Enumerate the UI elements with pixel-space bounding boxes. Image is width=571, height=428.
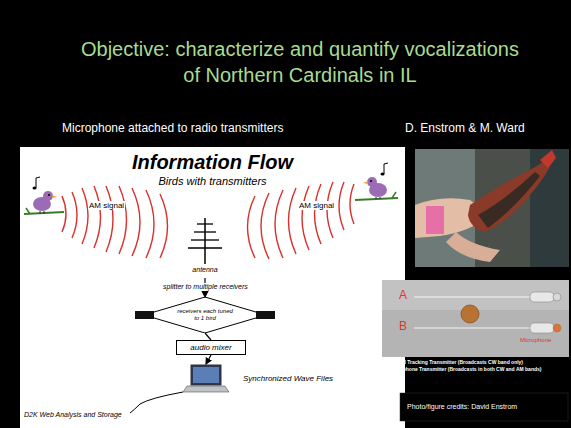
laptop-node: Synchronized Wave Files: [183, 364, 229, 393]
credit-box: [400, 393, 568, 421]
splitter-diamond: receivers each tuned to 1 bird: [135, 297, 275, 333]
storage-label: D2K Web Analysis and Storage: [24, 411, 122, 419]
signal-label: AM signal: [88, 201, 125, 210]
transmitter-photo: [382, 280, 569, 357]
receiver-block: [135, 311, 154, 319]
connector: [205, 333, 211, 340]
bird-photo: [415, 149, 569, 267]
antenna-symbol: [183, 216, 227, 266]
antenna-node: antenna: [183, 216, 227, 278]
node-label: antenna: [183, 266, 227, 274]
receiver-block: [256, 311, 275, 319]
author-credit: D. Enstrom & M. Ward: [405, 122, 525, 136]
callout-letter: A: [399, 289, 407, 303]
part-label: Microphone: [520, 337, 551, 344]
connector: [206, 355, 211, 364]
panel-heading: Information Flow: [20, 151, 405, 174]
caption-line: A. Pulsed Tracking Transmitter (Broadcas…: [383, 360, 523, 366]
diagram-panel: [20, 147, 405, 428]
caption-line: B. Microphone Transmitter (Broadcasts in…: [383, 367, 541, 373]
photo-credit: Photo/figure credits: David Enstrom: [407, 403, 517, 411]
signal-label: AM signal: [298, 201, 335, 210]
bird-icon: [355, 163, 398, 200]
slide-title: Objective: characterize and quantify voc…: [80, 36, 520, 88]
node-label: Synchronized Wave Files: [243, 374, 333, 383]
edge-label: splitter to multiple receivers: [161, 283, 250, 291]
node-label: audio mixer: [177, 343, 245, 352]
callout-letter: B: [399, 320, 407, 334]
data-link-line: [130, 392, 183, 413]
node-label: receivers each tuned to 1 bird: [175, 308, 235, 322]
process-box: audio mixer: [176, 340, 246, 355]
panel-subheading: Birds with transmitters: [20, 175, 405, 188]
subtitle: Microphone attached to radio transmitter…: [62, 122, 283, 136]
laptop-icon: [183, 364, 229, 393]
bird-icon: [24, 177, 64, 214]
am-signal-waves: [62, 182, 354, 259]
